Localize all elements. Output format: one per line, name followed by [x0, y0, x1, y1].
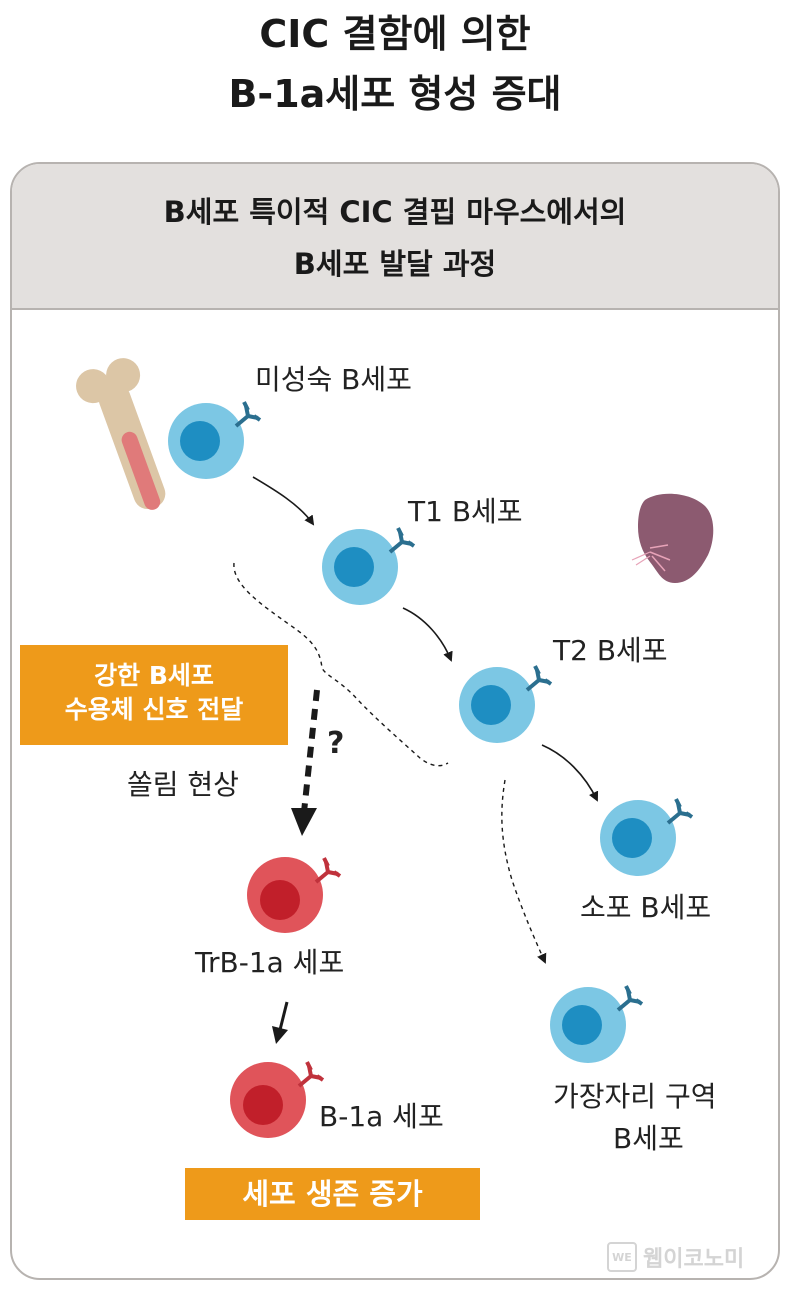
marginal-zone-b-cell [550, 985, 644, 1063]
marginal-zone-label-line-1: 가장자리 구역 [553, 1080, 717, 1113]
arrow-t1-to-t2 [402, 607, 453, 662]
spleen-icon [631, 493, 714, 583]
panel-header-line-2: B세포 발달 과정 [293, 247, 497, 281]
immature-b-cell-label: 미성숙 B세포 [255, 363, 412, 396]
arrow-t2-to-marginal [501, 779, 547, 964]
watermark: WE 웹이코노미 [607, 1240, 744, 1274]
strong-signal-line-1: 강한 B세포 [94, 661, 214, 690]
follicular-b-cell-label: 소포 B세포 [580, 891, 712, 924]
arrow-immature-to-t1 [252, 476, 315, 526]
title-line-2: B-1a세포 형성 증대 [228, 72, 562, 116]
panel-header: B세포 특이적 CIC 결핍 마우스에서의 B세포 발달 과정 [12, 164, 778, 310]
receptor-icon [666, 798, 694, 825]
receptor-icon [314, 857, 342, 884]
receptor-icon [616, 985, 644, 1012]
panel-header-line-1: B세포 특이적 CIC 결핍 마우스에서의 [163, 195, 627, 229]
arrow-trb1a-to-b1a-head [272, 1026, 288, 1044]
arrow-trb1a-to-b1a [278, 1001, 289, 1031]
title-line-1: CIC 결함에 의한 [259, 12, 531, 56]
receptor-icon [297, 1061, 325, 1088]
receptor-icon [234, 401, 262, 428]
watermark-text: 웹이코노미 [643, 1247, 745, 1272]
trb-1a-cell [247, 857, 342, 933]
skew-arrow [301, 689, 320, 813]
skew-label: 쏠림 현상 [127, 768, 239, 801]
bone-icon [76, 358, 166, 510]
skew-arrowhead [291, 808, 317, 836]
strong-signal-line-2: 수용체 신호 전달 [64, 695, 244, 724]
follicular-b-cell [600, 798, 694, 876]
b-1a-cell [230, 1061, 325, 1138]
receptor-icon [525, 665, 553, 692]
t2-b-cell [459, 665, 553, 743]
immature-b-cell [168, 401, 262, 479]
trb-1a-cell-label: TrB-1a 세포 [195, 946, 345, 979]
receptor-icon [388, 527, 416, 554]
arrow-t2-to-follicular [541, 744, 599, 802]
marginal-zone-label-line-2: B세포 [613, 1122, 684, 1155]
question-mark: ? [327, 726, 345, 761]
watermark-logo-icon: WE [607, 1242, 637, 1272]
t1-b-cell [322, 527, 416, 605]
strong-signal-box: 강한 B세포 수용체 신호 전달 [20, 645, 288, 745]
t1-b-cell-label: T1 B세포 [408, 495, 523, 528]
dashed-bracket [233, 562, 449, 767]
b-1a-cell-label: B-1a 세포 [319, 1100, 444, 1133]
survival-box: 세포 생존 증가 [185, 1168, 480, 1220]
t2-b-cell-label: T2 B세포 [553, 634, 668, 667]
